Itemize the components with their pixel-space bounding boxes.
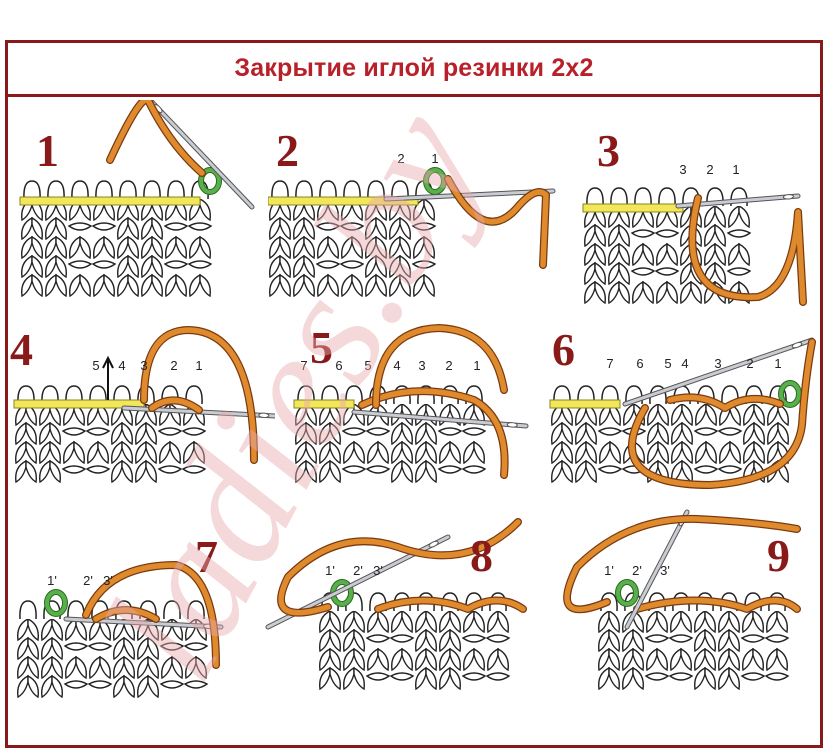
panel-step-8: 8 1' 2' 3' [262,505,532,710]
panel-step-9: 9 1' 2' 3' [545,505,820,710]
stitch-label: 2 [397,151,404,166]
stitch-label: 4 [393,358,400,373]
working-yarn [277,518,522,617]
working-yarn [92,606,160,623]
stitch-label: 7 [300,358,307,373]
working-yarn [563,514,801,614]
working-yarn [372,324,508,409]
stitch-label: 1' [47,573,57,588]
stitch-label: 3 [714,356,721,371]
stitch-label: 1 [732,162,739,177]
panel-step-1: 1 [12,95,267,310]
step-number: 6 [552,324,575,375]
stitch-label: 1 [473,358,480,373]
stitch-label: 2' [83,573,93,588]
stitch-label: 3' [660,563,670,578]
working-yarn [358,387,509,479]
knitted-fabric [318,592,523,705]
stitch-label: 1' [325,563,335,578]
working-yarn [627,338,816,489]
stitch-label: 5 [92,358,99,373]
stitch-label: 1' [604,563,614,578]
working-yarn [688,194,807,306]
knitting-illustration: 3 2 1 [582,162,807,307]
stitch-label: 2 [706,162,713,177]
working-yarn [666,393,784,412]
stitch-label: 4 [118,358,125,373]
stitch-label: 3 [679,162,686,177]
working-yarn [148,396,203,414]
stitch-label: 3' [373,563,383,578]
working-yarn [374,596,527,613]
knitting-needle-rod [293,399,355,409]
working-yarn [444,175,550,269]
panel-step-7: 7 1' 2' 3' [10,510,280,710]
knitting-needle-rod [267,196,419,206]
title-bar: Закрытие иглой резинки 2х2 [8,43,820,97]
stitch-label: 2 [746,356,753,371]
stitch-label: 6 [636,356,643,371]
working-yarn [82,561,220,669]
step-number: 5 [310,322,333,373]
stitch-label: 1 [195,358,202,373]
knitting-illustration: 1' 2' 3' [563,509,801,705]
knitted-fabric [597,592,797,705]
step-number: 2 [276,125,299,176]
step-number: 8 [470,530,493,581]
arrow-up-icon [102,355,114,400]
stitch-label: 2 [170,358,177,373]
stitch-label: 5 [664,356,671,371]
stitch-label: 2' [353,563,363,578]
panel-step-3: 3 3 2 1 [575,100,820,310]
knitting-needle-rod [582,203,684,213]
step-number: 7 [195,531,218,582]
stitch-label: 4 [681,356,688,371]
stitch-label: 7 [606,356,613,371]
stitch-label: 1 [431,151,438,166]
stitch-label: 3' [103,573,113,588]
step-number: 4 [10,324,33,375]
knitting-needle-rod [19,196,201,206]
knitting-illustration: 1' 2' 3' [265,518,527,705]
stitch-label: 3 [418,358,425,373]
stitch-label: 6 [335,358,342,373]
stitch-label: 2' [632,563,642,578]
working-yarn [140,326,258,464]
stitch-label: 1 [774,356,781,371]
step-number: 9 [767,530,790,581]
knitting-illustration [19,95,255,305]
working-yarn [106,95,206,177]
stitch-label: 5 [364,358,371,373]
stitch-label: 3 [140,358,147,373]
knitting-illustration: 1' 2' 3' [16,561,224,705]
knitting-needle-rod [549,399,621,409]
sewing-needle [622,337,815,407]
diagram-title: Закрытие иглой резинки 2х2 [234,54,594,82]
knitted-fabric [16,600,216,705]
stitch-label: 2 [445,358,452,373]
step-number: 3 [597,125,620,176]
working-yarn [633,596,801,613]
step-number: 1 [36,125,59,176]
